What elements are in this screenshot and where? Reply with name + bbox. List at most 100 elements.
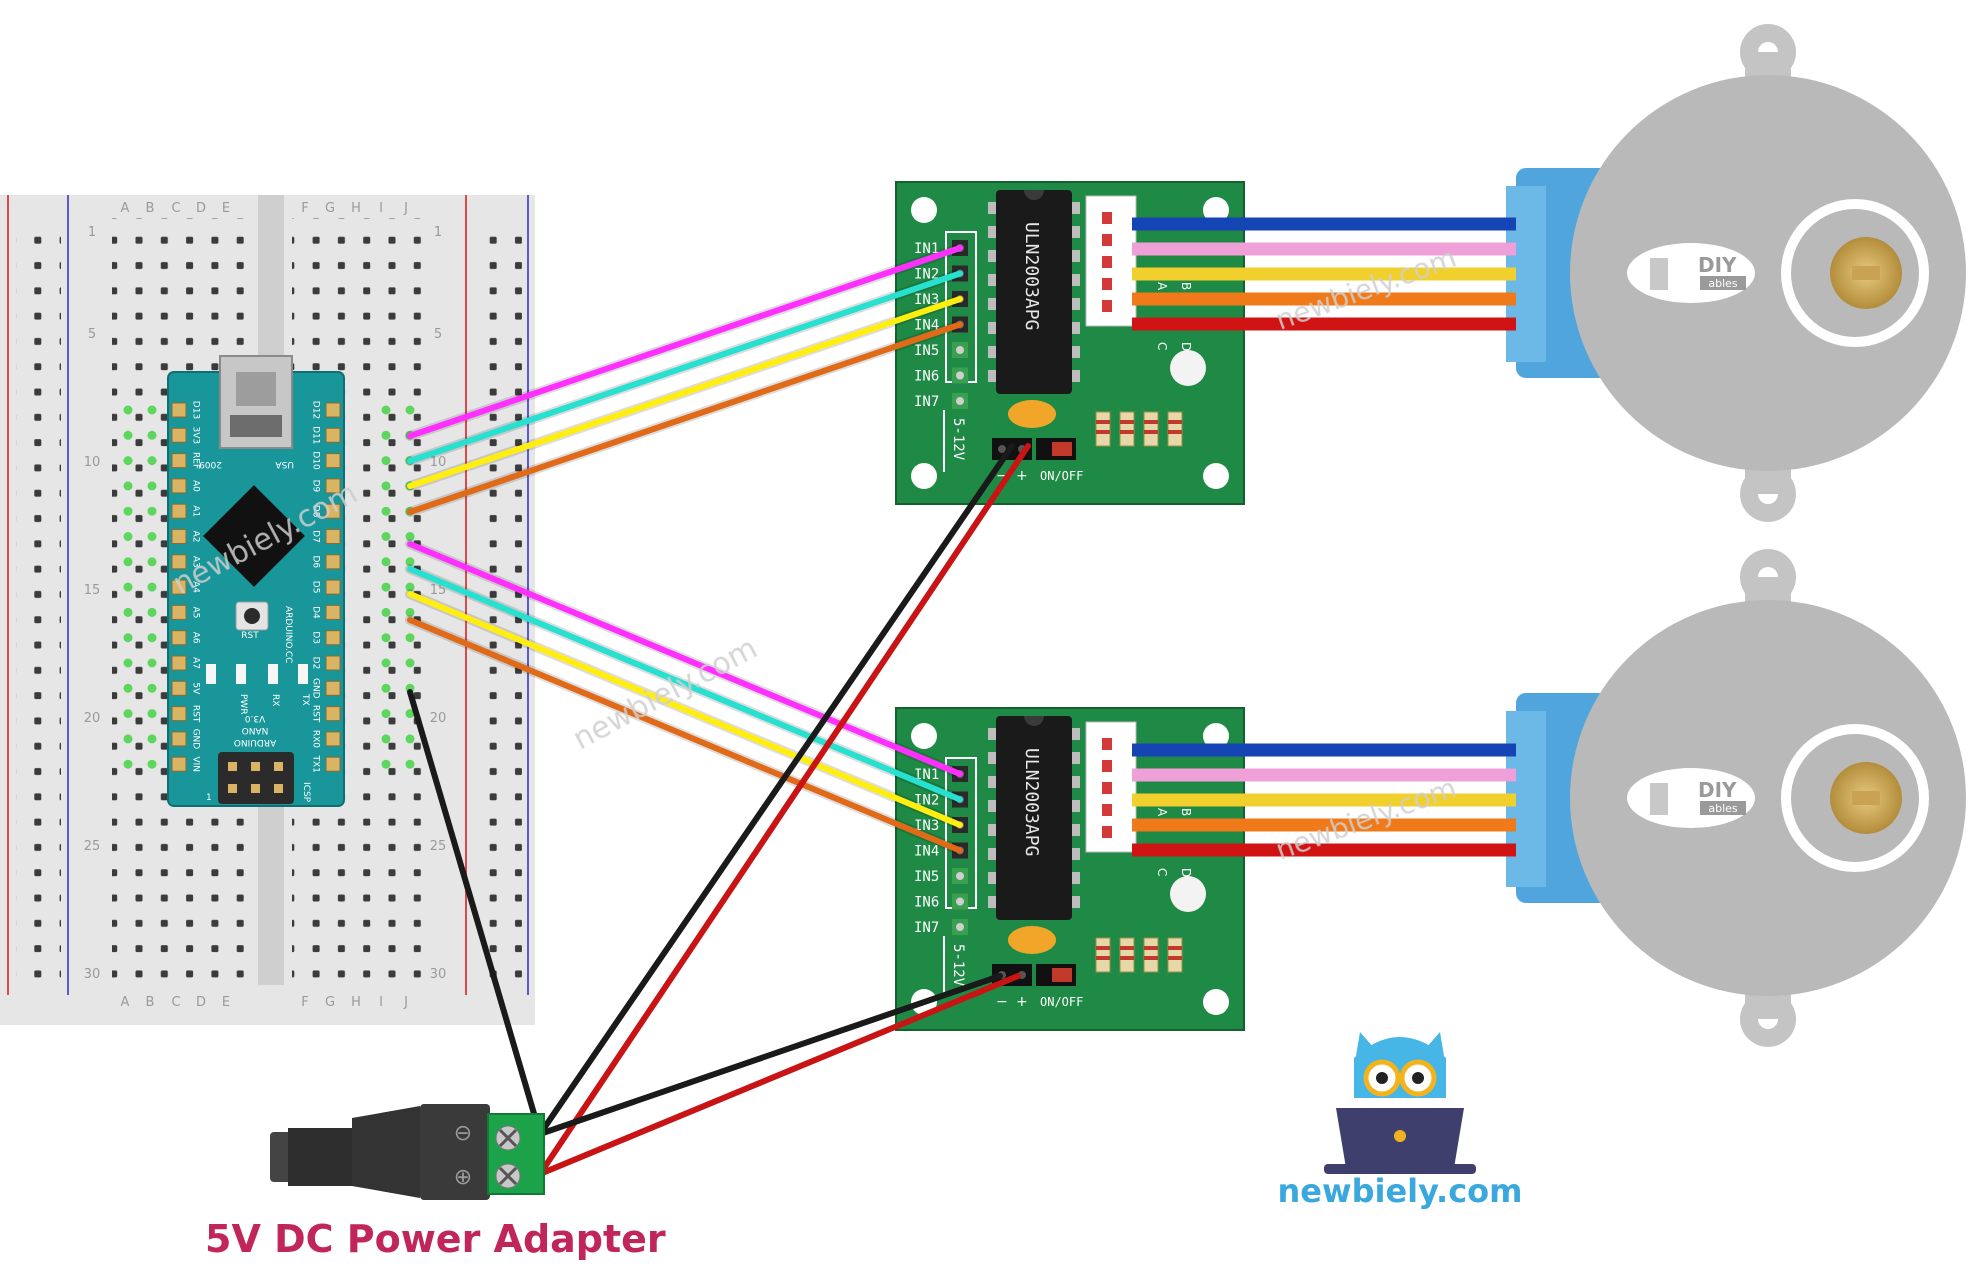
signal-wire-top [407,270,963,464]
resistor [1143,411,1159,447]
led-letter: D [1179,342,1193,351]
row-number: 15 [430,583,447,598]
header-dot [381,633,391,643]
column-letter: G [325,201,335,216]
resistor [1167,937,1183,973]
icsp-header [218,752,294,804]
led-letter: B [1179,808,1193,816]
column-letter: C [171,201,180,216]
motor-body [1570,75,1966,471]
plus-label: + [1016,468,1028,484]
power-adapter-caption: 5V DC Power Adapter [205,1217,666,1261]
header-dot [147,607,157,617]
nano-pin [325,554,341,570]
voltage-label: 5-12V [950,418,966,461]
input-label: IN7 [914,394,939,410]
header-dot [123,557,133,567]
column-letter: H [351,201,361,216]
signal-wire-bottom [407,541,963,777]
newbiely-logo: newbiely.com [1278,1032,1523,1210]
nano-pin-label: A3 [191,556,201,568]
nano-pin [325,706,341,722]
header-dot [405,607,415,617]
header-dot [405,759,415,769]
header-dot [147,734,157,744]
nano-pin [325,579,341,595]
ground-wire-driver-top [537,443,1015,1137]
input-label: IN1 [914,241,939,257]
mounting-hole [911,197,937,223]
signal-wire-top [407,321,963,515]
left-power-rail [16,230,61,980]
input-label: IN3 [914,292,939,308]
column-letter: J [403,201,408,216]
jack-minus-symbol: ⊖ [454,1121,472,1146]
header-dot [147,582,157,592]
input-label: IN6 [914,895,939,911]
nano-pin-label: TX1 [311,755,321,773]
resistor [1119,411,1135,447]
header-dot [381,430,391,440]
input-label: IN5 [914,343,939,359]
nano-pin [171,529,187,544]
nano-usa-label: USA [275,459,294,469]
row-number: 30 [84,967,101,982]
connector-pin [1102,760,1112,772]
column-letter: F [301,201,308,216]
input-label: IN4 [914,318,939,334]
nano-pin-label: D3 [311,631,321,644]
mounting-hole [1203,989,1229,1015]
logo-text: newbiely.com [1278,1172,1523,1210]
led-letter: C [1155,342,1169,350]
input-label: IN2 [914,267,939,283]
nano-pin [171,655,187,671]
signal-wire-top [407,296,963,489]
header-dot [405,633,415,643]
resistor [1119,937,1135,973]
switch-label: ON/OFF [1040,469,1083,483]
header-dot [123,709,133,719]
header-dot [381,405,391,415]
header-dot [405,658,415,668]
row-number: 20 [430,711,447,726]
row-number: 5 [88,327,96,342]
column-letter: I [379,201,383,216]
signal-wire-bottom [407,617,963,854]
input-label: IN7 [914,920,939,936]
led-letter: C [1155,868,1169,876]
connector-pin [1102,782,1112,794]
nano-pin [325,731,341,747]
nano-pin [171,503,187,519]
column-letter: A [121,201,130,216]
header-dot [147,506,157,516]
header-dot [405,582,415,592]
icsp-pins [228,762,283,793]
nano-rx-label: RX [270,694,280,706]
header-dot [147,709,157,719]
header-dot [147,456,157,466]
resistor [1167,411,1183,447]
mini-usb-connector [219,355,293,449]
uln2003-chip [996,716,1072,920]
nano-pin-label: REF [191,452,201,469]
nano-pin-label: D11 [311,426,321,444]
motor-cable-bottom [1132,743,1516,857]
header-dot [123,532,133,541]
header-dot [381,557,391,567]
input-label: IN4 [914,844,939,860]
resistor [1095,411,1111,447]
dc-power-jack: ⊖ ⊕ [270,1104,545,1200]
uln2003-chip [996,190,1072,394]
nano-site-label: ARDUINO.CC [283,606,293,663]
row-number: 5 [434,327,442,342]
column-letter: A [121,995,130,1010]
connector-pin [1102,804,1112,816]
nano-pin-label: D12 [311,401,321,419]
header-dot [381,658,391,668]
header-dot [147,557,157,567]
header-dot [381,759,391,769]
nano-version-label: V3.0 [244,713,265,723]
